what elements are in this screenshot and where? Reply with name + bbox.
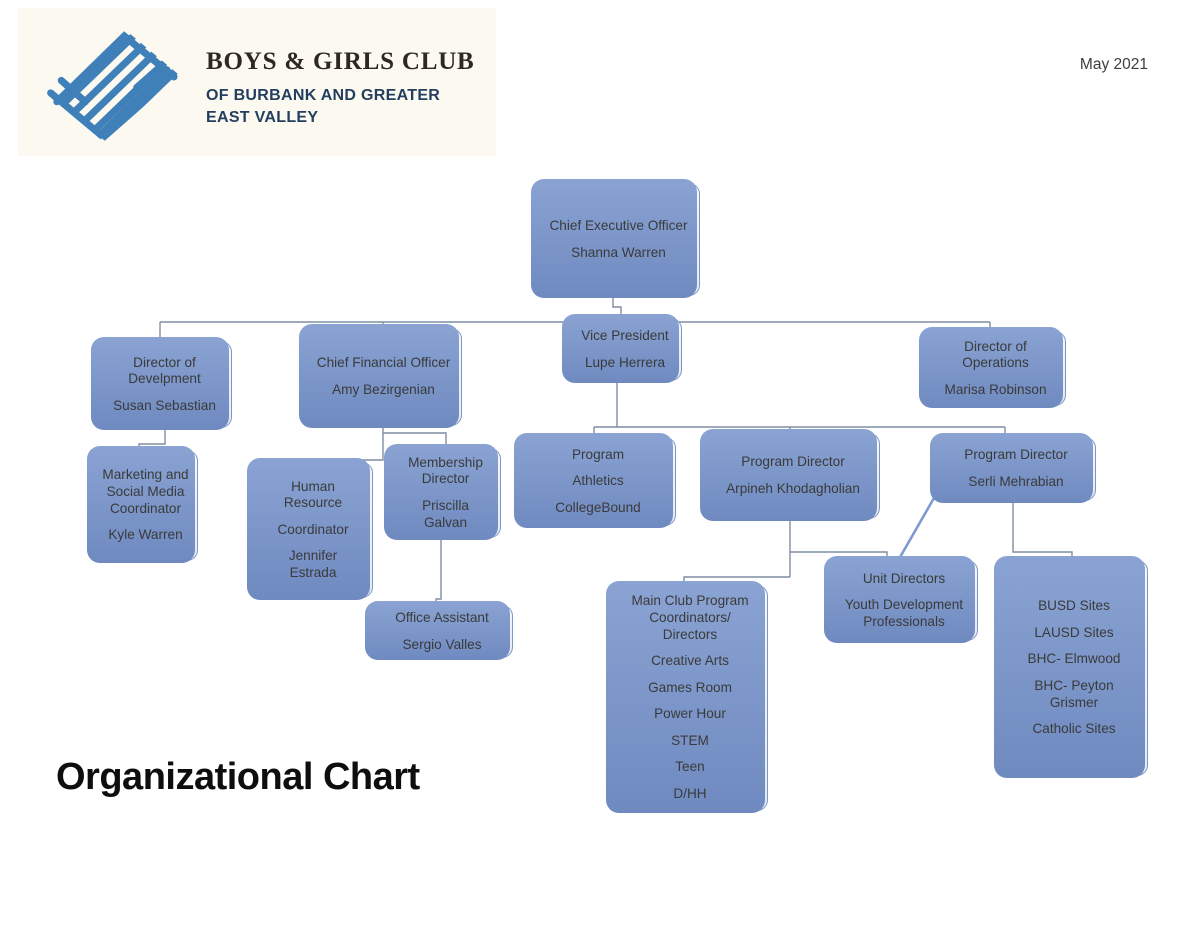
node-title: Membership Director xyxy=(408,454,483,487)
connector-cfo-membership xyxy=(383,432,447,448)
logo-text: BOYS & GIRLS CLUB OF BURBANK AND GREATER… xyxy=(206,48,475,128)
org-subtitle-line2: EAST VALLEY xyxy=(206,108,319,126)
site-item: BUSD Sites xyxy=(1038,598,1110,614)
node-person: Lupe Herrera xyxy=(584,354,666,370)
org-node-marketing-coordinator: Marketing and Social Media Coordinator K… xyxy=(87,446,198,563)
node-subtitle: Youth Development Professionals xyxy=(844,597,964,629)
org-node-director-operations: Director of Operations Marisa Robinson xyxy=(919,327,1066,408)
site-item: BHC- Peyton Grismer xyxy=(1034,678,1114,710)
org-subtitle: OF BURBANK AND GREATER EAST VALLEY xyxy=(206,85,475,128)
node-title: Chief Financial Officer xyxy=(316,355,451,371)
org-node-membership-director: Membership Director Priscilla Galvan xyxy=(384,444,501,540)
program-item: D/HH xyxy=(673,786,707,802)
node-person: Amy Bezirgenian xyxy=(332,382,435,397)
node-title: Vice President xyxy=(581,327,669,343)
org-node-sites: BUSD Sites LAUSD Sites BHC- Elmwood BHC-… xyxy=(994,556,1148,778)
node-title: Unit Directors xyxy=(862,570,946,586)
node-title: Program Director xyxy=(741,454,845,470)
boys-girls-club-logo-icon xyxy=(44,28,180,141)
program-item: STEM xyxy=(671,732,709,748)
node-person: Jennifer Estrada xyxy=(288,548,338,580)
node-title: Chief Executive Officer xyxy=(549,217,688,233)
node-title: Human Resource xyxy=(283,478,343,511)
org-node-unit-directors: Unit Directors Youth Development Profess… xyxy=(824,556,978,643)
site-item: BHC- Elmwood xyxy=(1027,651,1121,667)
org-node-director-development: Director of Develpment Susan Sebastian xyxy=(91,337,232,430)
org-node-cfo: Chief Financial Officer Amy Bezirgenian xyxy=(299,324,462,428)
node-person: Marisa Robinson xyxy=(944,381,1047,397)
org-subtitle-line1: OF BURBANK AND GREATER xyxy=(206,87,441,104)
org-node-hr-coordinator: Human Resource Coordinator Jennifer Estr… xyxy=(247,458,373,600)
program-line: Athletics xyxy=(572,473,624,489)
node-person: Shanna Warren xyxy=(571,244,666,260)
page-title: Organizational Chart xyxy=(56,756,420,798)
connector-pd2-sites xyxy=(1012,501,1073,560)
org-node-program-athletics: Program Athletics CollegeBound xyxy=(514,433,676,528)
program-line: Program xyxy=(571,446,625,462)
node-title: Director of Operations xyxy=(962,338,1029,371)
org-node-office-assistant: Office Assistant Sergio Valles xyxy=(365,601,513,660)
site-item: Catholic Sites xyxy=(1032,721,1116,737)
node-title: Main Club Program Coordinators/ Director… xyxy=(631,593,749,642)
node-title: Office Assistant xyxy=(395,609,489,625)
connector-pd2-unit-diagonal xyxy=(897,490,940,560)
node-person: Priscilla Galvan xyxy=(422,498,469,530)
program-item: Teen xyxy=(675,759,705,775)
document-date: May 2021 xyxy=(1079,56,1148,73)
org-name: BOYS & GIRLS CLUB xyxy=(206,48,475,75)
program-item: Power Hour xyxy=(654,706,726,722)
node-title: Director of Develpment xyxy=(128,354,201,387)
node-person: Serli Mehrabian xyxy=(968,474,1064,489)
org-node-vice-president: Vice President Lupe Herrera xyxy=(562,314,682,383)
connector-membership-office xyxy=(435,538,442,605)
org-node-ceo: Chief Executive Officer Shanna Warren xyxy=(531,179,700,298)
org-node-program-director-mehrabian: Program Director Serli Mehrabian xyxy=(930,433,1096,503)
org-node-program-director-khodagholian: Program Director Arpineh Khodagholian xyxy=(700,429,880,521)
node-person: Susan Sebastian xyxy=(113,397,216,413)
program-line: CollegeBound xyxy=(555,499,641,515)
program-item: Games Room xyxy=(648,679,732,695)
node-person: Sergio Valles xyxy=(402,636,482,652)
node-title-2: Coordinator xyxy=(277,521,349,537)
logo-block: BOYS & GIRLS CLUB OF BURBANK AND GREATER… xyxy=(18,8,496,156)
node-title: Marketing and Social Media Coordinator xyxy=(102,467,189,516)
node-person: Kyle Warren xyxy=(108,527,183,543)
program-item: Creative Arts xyxy=(651,653,729,669)
node-person: Arpineh Khodagholian xyxy=(726,481,860,496)
connector-ceo-vp xyxy=(612,296,622,318)
site-item: LAUSD Sites xyxy=(1034,624,1114,640)
org-node-main-club-programs: Main Club Program Coordinators/ Director… xyxy=(606,581,768,813)
node-title: Program Director xyxy=(964,447,1068,463)
